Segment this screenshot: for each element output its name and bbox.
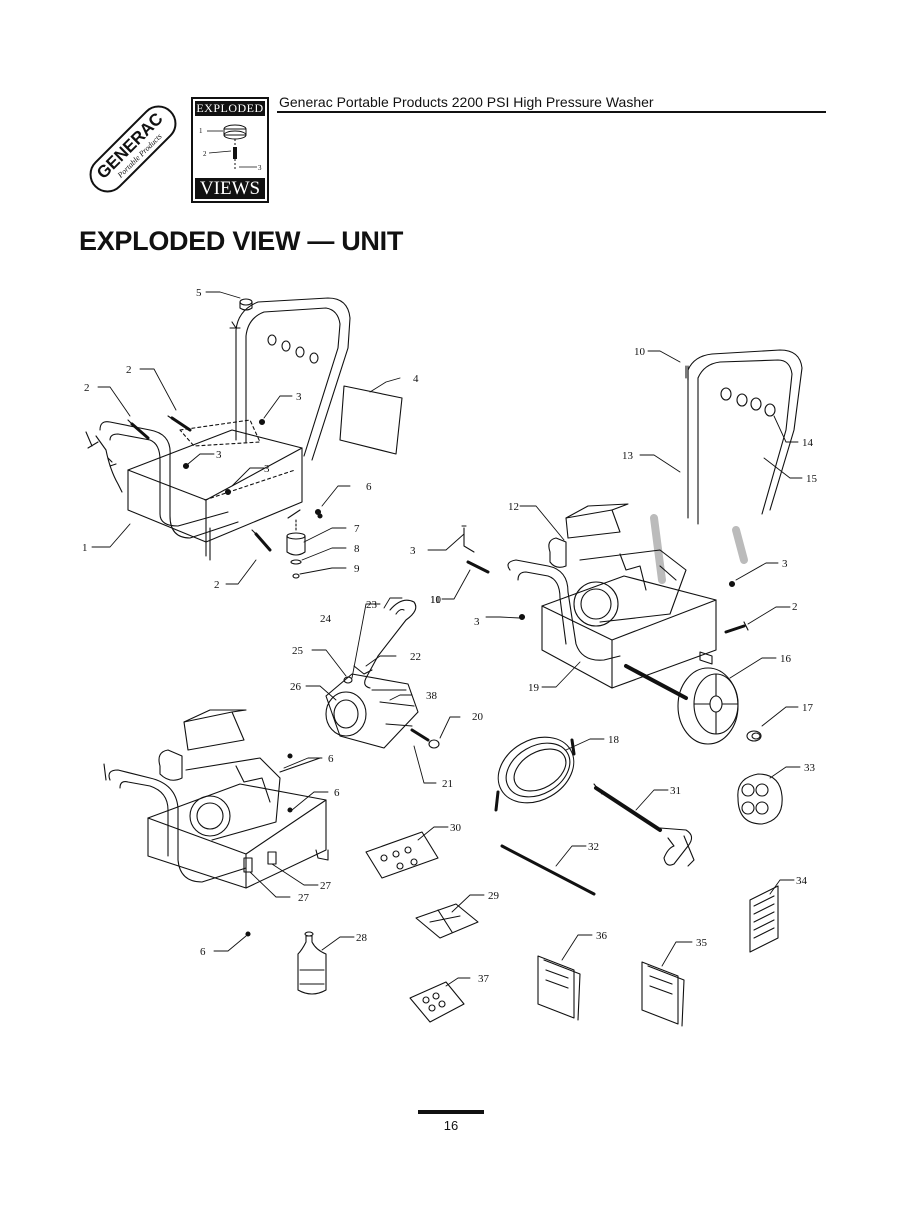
decal-part (339, 385, 403, 455)
callout-number: 16 (780, 653, 792, 665)
engine-frame-assembly (103, 709, 329, 889)
callout-number: 19 (528, 682, 540, 694)
exploded-views-badge: EXPLODED 1 2 3 VIEWS (191, 97, 269, 203)
callout-number: 2 (214, 579, 220, 591)
callout-number: 9 (354, 563, 360, 575)
engine-manual-part (641, 961, 685, 1027)
callout-number: 2 (84, 382, 90, 394)
wheel-part (624, 664, 739, 745)
badge-top-label: EXPLODED (195, 101, 265, 116)
callout-number: 2 (792, 601, 798, 613)
callout-number: 35 (696, 937, 708, 949)
spray-gun-part (593, 783, 695, 867)
callout-number: 10 (430, 594, 442, 606)
mount-bolt-parts (243, 851, 277, 873)
callout-number: 27 (320, 880, 332, 892)
high-pressure-hose-part (494, 736, 576, 812)
callout-number: 8 (354, 543, 360, 555)
leader-lines (91, 291, 803, 987)
callout-number: 10 (634, 346, 646, 358)
callout-number: 3 (296, 391, 302, 403)
callout-labels: 1 2 2 2 2 3 3 3 3 3 3 4 5 6 6 6 6 7 8 9 … (82, 287, 818, 985)
callout-number: 6 (200, 946, 206, 958)
page-number-bar (418, 1110, 484, 1114)
callout-number: 12 (508, 501, 519, 513)
header-divider (277, 111, 826, 113)
page-title: EXPLODED VIEW — UNIT (79, 226, 404, 256)
badge-illustration: 1 2 3 (199, 124, 262, 172)
callout-number: 6 (328, 753, 334, 765)
owners-manual-part (537, 955, 581, 1021)
callout-number: 3 (216, 449, 222, 461)
callout-number: 6 (334, 787, 340, 799)
callout-number: 1 (82, 542, 88, 554)
callout-number: 18 (608, 734, 620, 746)
o-ring-packet-part (409, 981, 465, 1023)
callout-number: 3 (410, 545, 416, 557)
callout-number: 17 (802, 702, 814, 714)
assembled-unit (507, 349, 803, 689)
frame-assembly (85, 297, 351, 561)
callout-number: 37 (478, 973, 490, 985)
callout-number: 32 (588, 841, 599, 853)
badge-callout: 2 (203, 150, 207, 158)
callout-number: 22 (410, 651, 421, 663)
callout-number: 31 (670, 785, 681, 797)
callout-number: 21 (442, 778, 453, 790)
callout-number: 3 (782, 558, 788, 570)
callout-number: 7 (354, 523, 360, 535)
badge-bottom-label: VIEWS (195, 178, 265, 199)
lance-part (500, 844, 596, 896)
rubber-foot-part (286, 519, 306, 579)
callout-number: 13 (622, 450, 634, 462)
hubcap-part (746, 730, 762, 742)
callout-number: 24 (320, 613, 332, 625)
callout-number: 4 (413, 373, 419, 385)
callout-number: 3 (474, 616, 480, 628)
generac-logo: GENERAC Portable Products (78, 94, 188, 204)
small-nut-parts (245, 513, 323, 937)
callout-number: 6 (366, 481, 372, 493)
warranty-sheet-part (749, 885, 779, 953)
callout-number: 5 (196, 287, 202, 299)
badge-callout: 1 (199, 127, 203, 135)
callout-number: 29 (488, 890, 500, 902)
callout-number: 20 (472, 711, 484, 723)
callout-number: 27 (298, 892, 310, 904)
pump-assembly (325, 599, 440, 749)
page-number: 16 (443, 1118, 459, 1133)
exploded-view-diagram: 1 2 2 2 2 3 3 3 3 3 3 4 5 6 6 6 6 7 8 9 … (82, 287, 818, 1027)
callout-number: 33 (804, 762, 816, 774)
nozzle-holder-part (737, 773, 783, 825)
bolt-parts (127, 415, 749, 634)
instruction-card-part (415, 903, 479, 939)
handle-cap-part (239, 298, 253, 311)
callout-number: 34 (796, 875, 808, 887)
callout-number: 23 (366, 599, 378, 611)
callout-number: 28 (356, 932, 368, 944)
nut-parts (182, 418, 736, 621)
callout-number: 11 (430, 594, 441, 606)
oil-bottle-part (297, 931, 327, 995)
callout-number: 26 (290, 681, 302, 693)
callout-number: 3 (264, 463, 270, 475)
callout-number: 38 (426, 690, 438, 702)
document-title: Generac Portable Products 2200 PSI High … (279, 94, 654, 110)
nozzle-set-part (365, 831, 439, 879)
badge-callout: 3 (258, 164, 262, 172)
callout-number: 15 (806, 473, 818, 485)
callout-number: 36 (596, 930, 608, 942)
callout-number: 30 (450, 822, 462, 834)
callout-number: 25 (292, 645, 304, 657)
callout-number: 2 (126, 364, 132, 376)
callout-number: 14 (802, 437, 814, 449)
